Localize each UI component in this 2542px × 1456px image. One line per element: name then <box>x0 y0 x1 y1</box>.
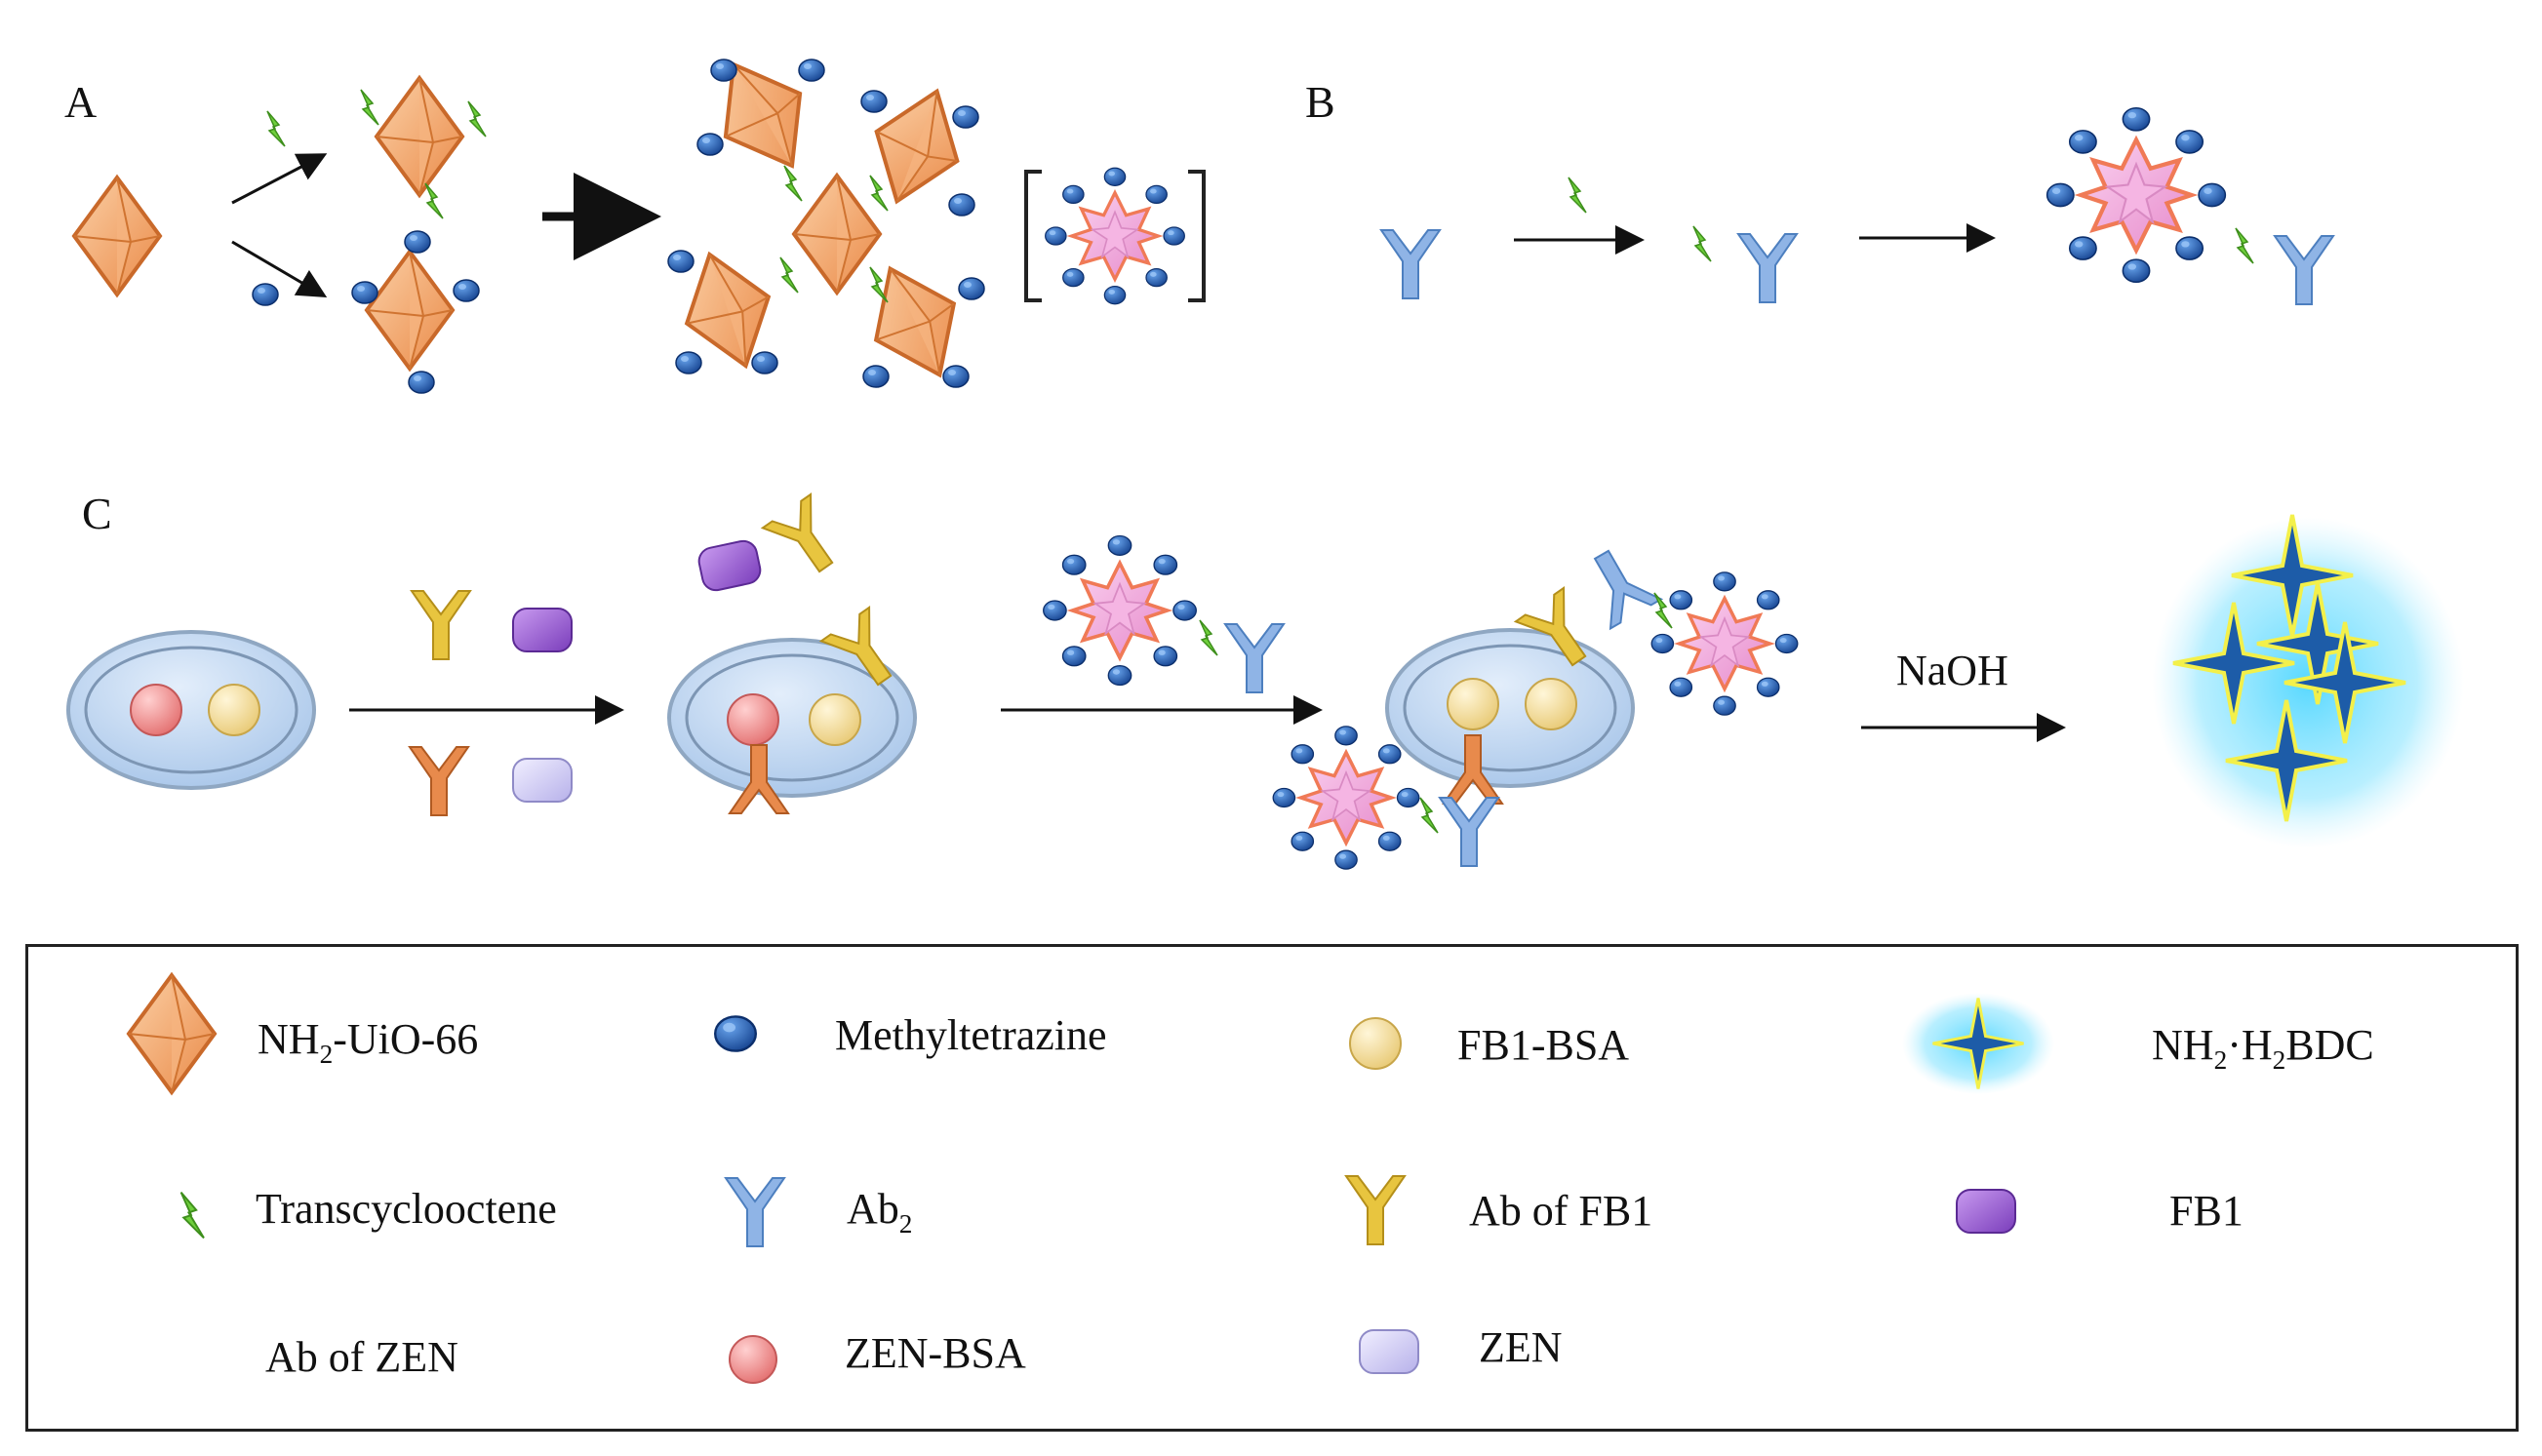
panel-c <box>66 492 2464 869</box>
octahedron-tco <box>360 76 487 219</box>
panel-a <box>72 41 1206 395</box>
coated-well <box>66 630 316 790</box>
legend-zen-label: ZEN <box>1479 1323 1563 1371</box>
star-tetrazine-ab2 <box>2047 108 2334 305</box>
ab2-antibody <box>1380 229 1441 299</box>
legend-nh2-h2bdc-icon <box>1902 993 2054 1094</box>
methyltetrazine-icon <box>252 283 279 306</box>
octahedron-tetrazine <box>351 230 480 394</box>
transcyclooctene-icon <box>1568 177 1587 214</box>
panel-label-c: C <box>82 489 112 538</box>
fluorescent-product <box>2152 513 2464 848</box>
transcyclooctene-icon <box>266 110 286 147</box>
star-ab2-conjugate-top <box>1044 536 1285 693</box>
nh2-uio66-octahedron <box>72 176 162 296</box>
arrow-a-down <box>231 240 328 298</box>
bracketed-star-tetrazine <box>1024 168 1206 303</box>
legend-nh2-h2bdc-label: NH2·H2BDC <box>2152 1021 2374 1075</box>
legend-methyltetrazine-label: Methyltetrazine <box>835 1011 1107 1059</box>
sandwich-complex <box>1273 538 1798 869</box>
panel-label-a: A <box>64 77 98 127</box>
panel-b <box>1380 108 2334 305</box>
legend-fb1-bsa-icon <box>1349 1017 1402 1070</box>
naoh-label: NaOH <box>1896 647 2008 694</box>
legend-ab-fb1-label: Ab of FB1 <box>1469 1187 1653 1235</box>
legend-icons <box>127 973 2054 1384</box>
legend-nh2-uio66-label: NH2-UiO-66 <box>258 1015 479 1069</box>
legend-fb1-label: FB1 <box>2169 1187 2244 1235</box>
ab-fb1-antibody <box>411 590 471 660</box>
fb1-capsule-free <box>695 537 764 594</box>
panel-label-b: B <box>1305 77 1335 127</box>
legend-ab2-label: Ab2 <box>847 1185 913 1239</box>
legend-box <box>25 944 2519 1432</box>
arrow-a-up <box>231 153 328 205</box>
ab-fb1-free <box>761 492 852 585</box>
legend-fb1-bsa-label: FB1-BSA <box>1457 1021 1630 1069</box>
legend-transcyclooctene-label: Transcyclooctene <box>256 1185 557 1233</box>
legend-ab-zen-label: Ab of ZEN <box>265 1333 458 1381</box>
fb1-capsule <box>512 608 573 652</box>
legend-zen-bsa-label: ZEN-BSA <box>845 1329 1026 1377</box>
mof-cluster <box>666 41 985 395</box>
well-with-antibodies <box>667 606 917 814</box>
ab-zen-antibody <box>409 746 469 816</box>
zen-capsule <box>512 758 573 803</box>
ab2-tco <box>1692 225 1798 303</box>
legend-zen-bsa-icon <box>729 1335 777 1384</box>
